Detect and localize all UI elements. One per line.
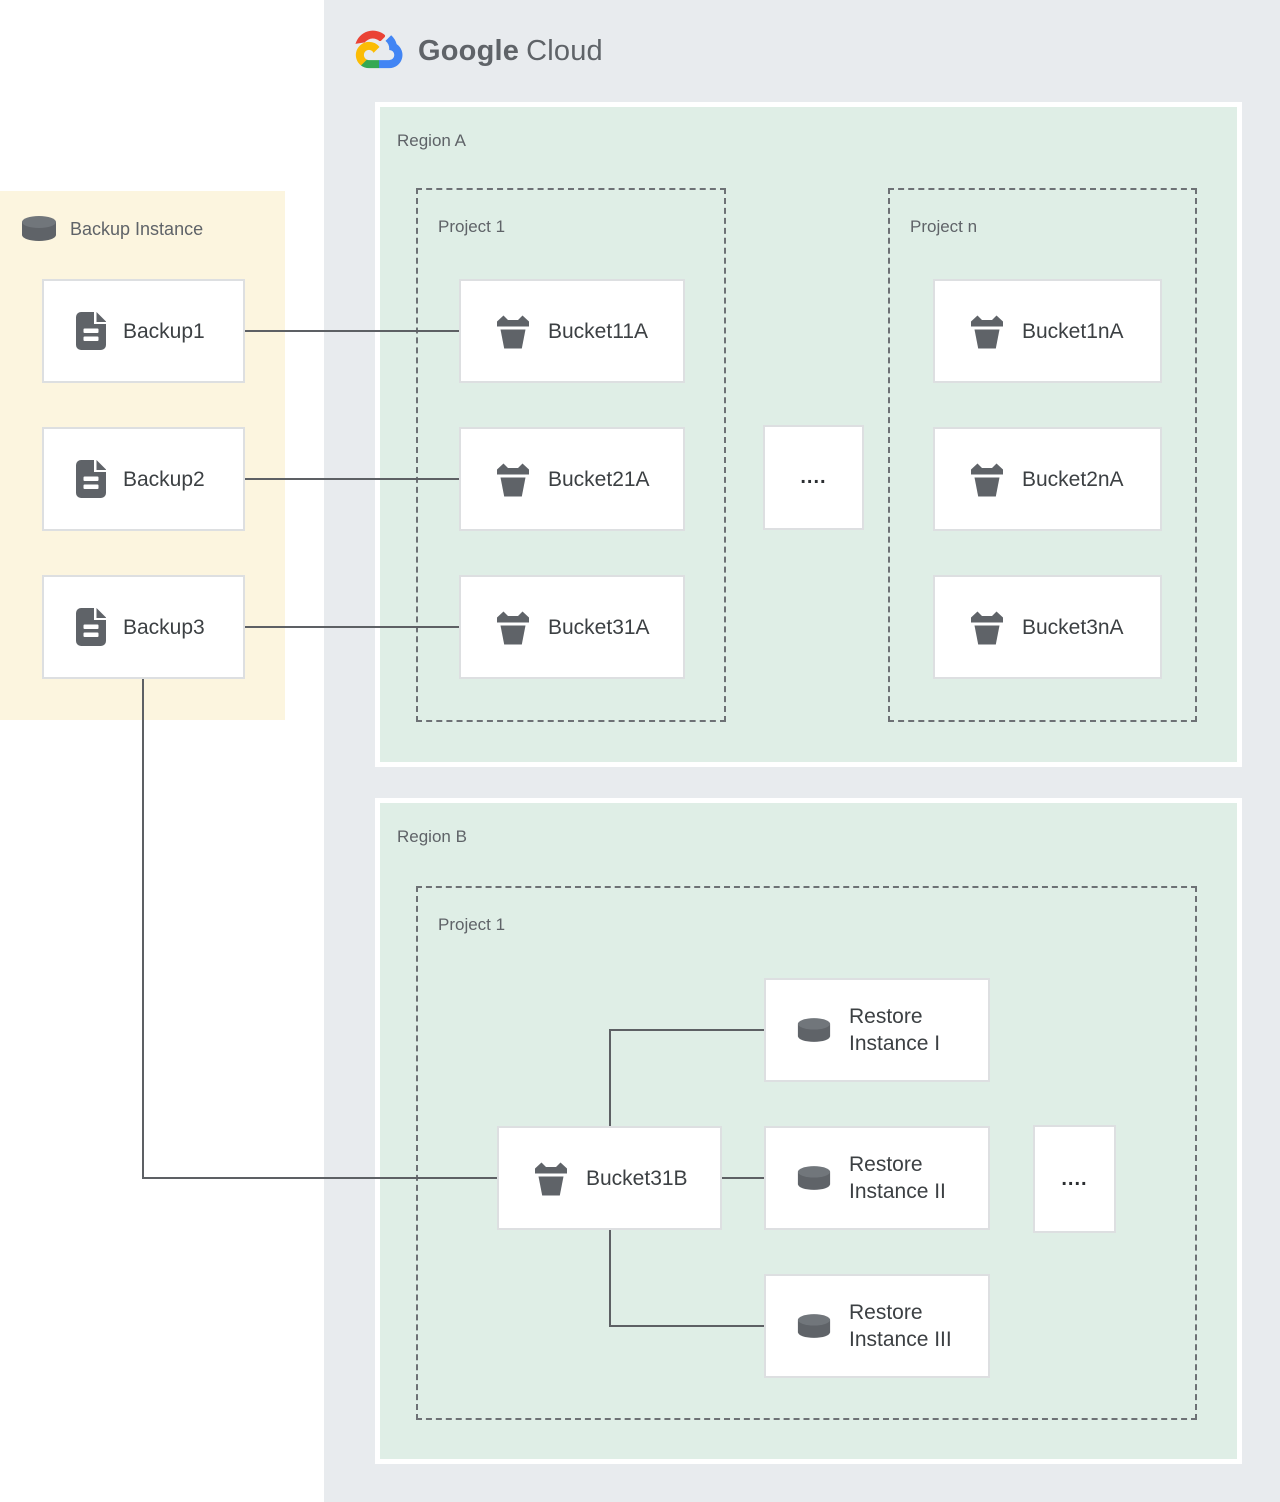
backup3-label: Backup3 xyxy=(123,615,205,639)
restore-3-line1: Restore xyxy=(849,1301,923,1324)
bucket1na-node: Bucket1nA xyxy=(933,279,1162,383)
bucket1na-label: Bucket1nA xyxy=(1022,319,1124,343)
backup-instance-title: Backup Instance xyxy=(70,218,204,239)
region-b-project-1-box xyxy=(416,886,1197,1420)
connector-bucket31b-down xyxy=(609,1230,611,1326)
database-icon xyxy=(796,1313,832,1340)
database-icon xyxy=(796,1017,832,1044)
file-document-icon xyxy=(76,460,106,498)
restore-1-line1: Restore xyxy=(849,1005,923,1028)
connector-backup2-bucket21a xyxy=(245,478,459,480)
database-icon xyxy=(796,1165,832,1192)
backup2-node: Backup2 xyxy=(42,427,245,531)
bucket11a-label: Bucket11A xyxy=(548,319,649,343)
connector-bucket31b-restore2 xyxy=(722,1177,765,1179)
ellipsis-label: .... xyxy=(800,466,827,488)
ellipsis-node-region-a: .... xyxy=(763,425,864,530)
ellipsis-label: .... xyxy=(1061,1167,1088,1190)
storage-bucket-icon xyxy=(494,461,532,497)
storage-bucket-icon xyxy=(532,1160,570,1196)
region-a-label: Region A xyxy=(397,131,466,150)
database-icon xyxy=(20,215,58,243)
bucket31b-node: Bucket31B xyxy=(497,1126,722,1230)
connector-backup1-bucket11a xyxy=(245,330,459,332)
bucket31a-node: Bucket31A xyxy=(459,575,685,679)
storage-bucket-icon xyxy=(494,313,532,349)
restore-2-line2: Instance II xyxy=(849,1180,946,1203)
region-b-project-1-label: Project 1 xyxy=(438,915,506,934)
connector-backup3-bucket31a xyxy=(245,626,459,628)
region-a-project-n-box xyxy=(888,188,1197,722)
backup2-label: Backup2 xyxy=(123,467,205,491)
storage-bucket-icon xyxy=(968,461,1006,497)
bucket2na-label: Bucket2nA xyxy=(1022,467,1124,491)
connector-backup3-vertical xyxy=(142,679,144,1179)
storage-bucket-icon xyxy=(968,609,1006,645)
backup-instance-header: Backup Instance xyxy=(20,215,203,243)
bucket21a-node: Bucket21A xyxy=(459,427,685,531)
bucket3na-node: Bucket3nA xyxy=(933,575,1162,679)
region-a-project-1-label: Project 1 xyxy=(438,217,506,236)
restore-3-line2: Instance III xyxy=(849,1328,952,1351)
bucket3na-label: Bucket3nA xyxy=(1022,615,1124,639)
file-document-icon xyxy=(76,608,106,646)
region-a-project-n-label: Project n xyxy=(910,217,978,236)
storage-bucket-icon xyxy=(968,313,1006,349)
connector-bucket31b-restore3 xyxy=(609,1325,765,1327)
region-b-label: Region B xyxy=(397,827,467,846)
bucket11a-node: Bucket11A xyxy=(459,279,685,383)
backup1-label: Backup1 xyxy=(123,319,205,343)
storage-bucket-icon xyxy=(494,609,532,645)
restore-1-line2: Instance I xyxy=(849,1032,941,1055)
bucket21a-label: Bucket21A xyxy=(548,467,650,491)
restore-2-line1: Restore xyxy=(849,1153,923,1176)
bucket2na-node: Bucket2nA xyxy=(933,427,1162,531)
logo-word-google: Google xyxy=(418,34,520,67)
ellipsis-node-region-b: .... xyxy=(1033,1125,1116,1233)
connector-bucket31b-restore1 xyxy=(609,1029,765,1031)
connector-bucket31b-up xyxy=(609,1029,611,1127)
region-a-project-1-box xyxy=(416,188,726,722)
bucket31b-label: Bucket31B xyxy=(586,1166,688,1190)
bucket31a-label: Bucket31A xyxy=(548,615,650,639)
file-document-icon xyxy=(76,312,106,350)
backup1-node: Backup1 xyxy=(42,279,245,383)
logo-word-cloud: Cloud xyxy=(526,34,603,67)
backup3-node: Backup3 xyxy=(42,575,245,679)
connector-backup3-bucket31b xyxy=(142,1177,498,1179)
google-cloud-logo-icon xyxy=(355,30,403,69)
